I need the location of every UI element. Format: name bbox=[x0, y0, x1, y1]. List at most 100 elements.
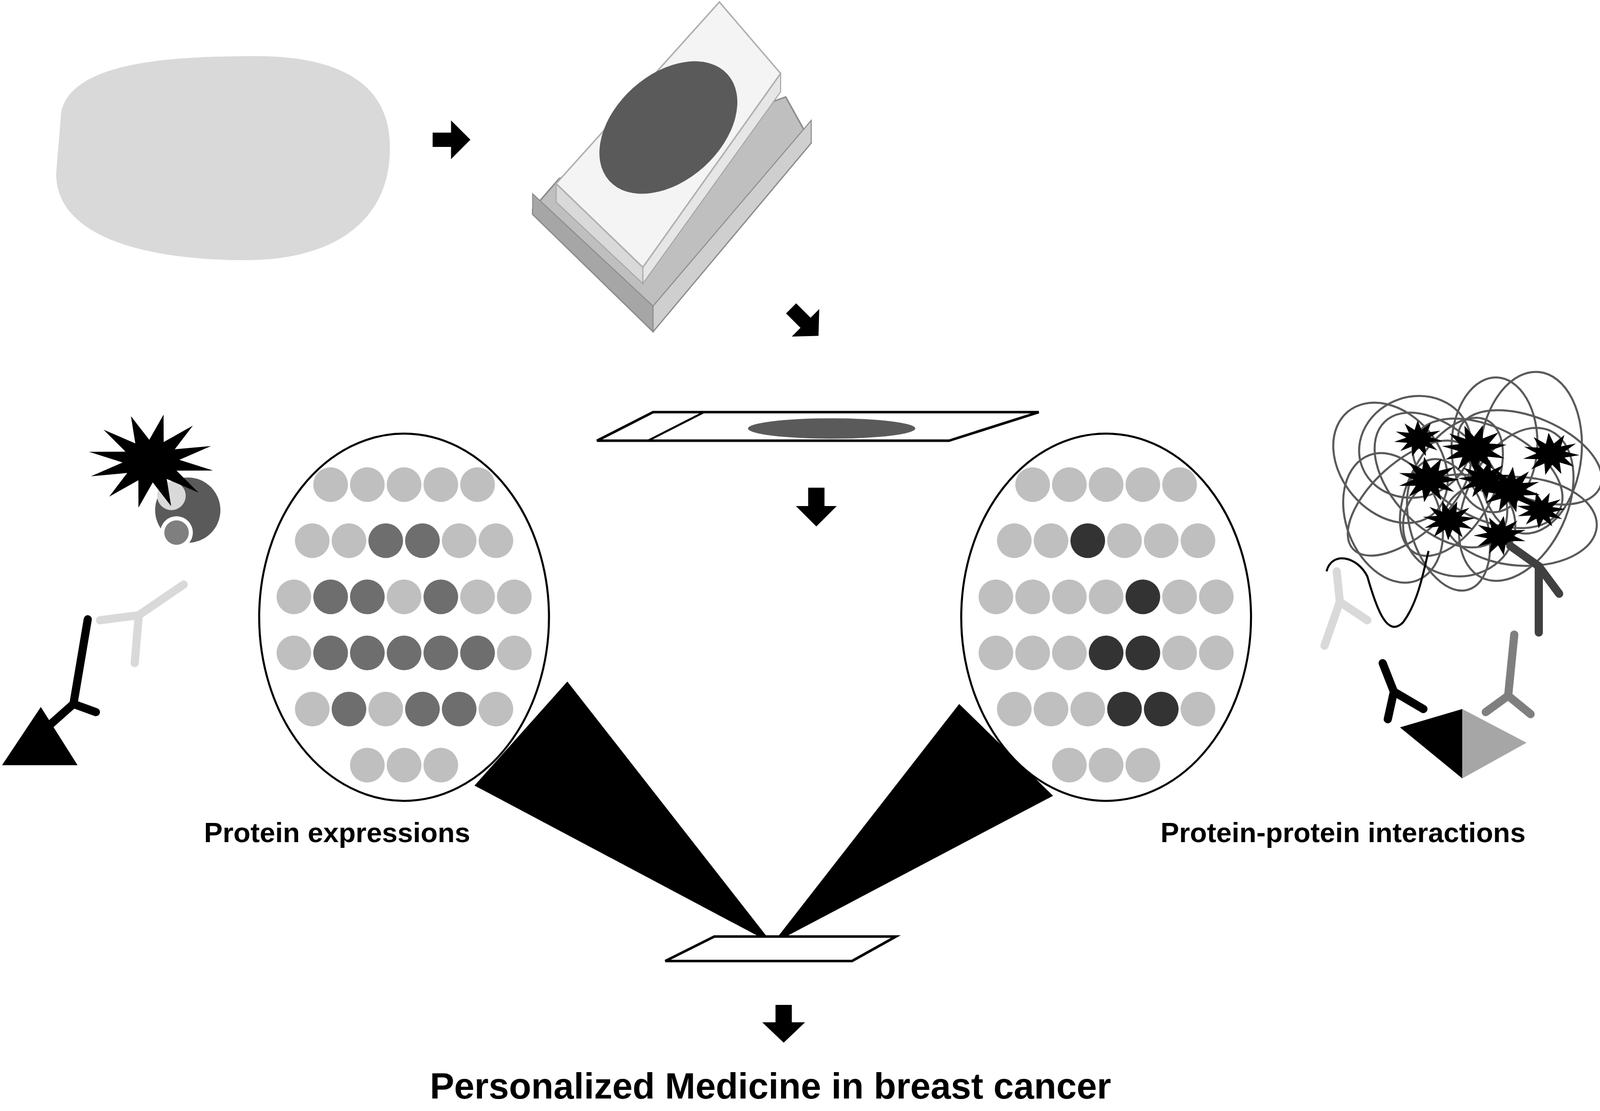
target-protein bbox=[1462, 709, 1527, 779]
cell bbox=[423, 579, 458, 614]
cell bbox=[460, 467, 495, 502]
cell bbox=[997, 691, 1032, 727]
cell bbox=[313, 635, 349, 671]
star bbox=[1399, 456, 1460, 503]
cell bbox=[349, 747, 385, 783]
star bbox=[88, 414, 213, 508]
glass-slide bbox=[596, 411, 1039, 441]
cell bbox=[496, 635, 532, 671]
cell bbox=[368, 523, 403, 558]
cell bbox=[386, 747, 422, 783]
cell bbox=[441, 691, 477, 727]
cell bbox=[1052, 635, 1087, 671]
cell bbox=[1106, 523, 1142, 558]
cell bbox=[1143, 691, 1179, 727]
cell bbox=[313, 579, 349, 614]
cell bbox=[423, 467, 458, 502]
epitope bbox=[160, 516, 193, 549]
magnified-view bbox=[961, 433, 1252, 801]
star bbox=[1394, 420, 1443, 457]
cell bbox=[1088, 747, 1124, 783]
arrow bbox=[795, 487, 837, 527]
cell bbox=[386, 635, 422, 671]
cell bbox=[1088, 579, 1124, 614]
cell bbox=[423, 635, 458, 671]
star bbox=[1516, 492, 1566, 529]
cell bbox=[478, 691, 514, 727]
cell bbox=[1052, 747, 1087, 783]
cell-grid bbox=[276, 467, 532, 783]
cell bbox=[1125, 747, 1161, 783]
arrow bbox=[777, 294, 832, 350]
cell bbox=[1033, 523, 1069, 558]
pla-probe bbox=[1324, 571, 1368, 646]
cell bbox=[1180, 523, 1216, 558]
cell bbox=[386, 467, 422, 502]
cell bbox=[1088, 635, 1124, 671]
panel-label: Protein-protein interactions bbox=[1160, 817, 1526, 848]
cell bbox=[349, 635, 385, 671]
amplified-dna bbox=[1309, 366, 1600, 602]
cell bbox=[313, 467, 349, 502]
cell bbox=[1070, 523, 1106, 558]
cell bbox=[1180, 691, 1216, 727]
signal-burst bbox=[1394, 420, 1580, 555]
cell bbox=[1162, 579, 1197, 614]
cassette-top bbox=[555, 1, 781, 267]
cell bbox=[1015, 579, 1050, 614]
cell bbox=[460, 635, 495, 671]
secondary-antibody bbox=[99, 584, 184, 664]
cell bbox=[1199, 579, 1234, 614]
cell bbox=[1106, 691, 1142, 727]
cell bbox=[405, 523, 440, 558]
cell bbox=[1162, 635, 1197, 671]
cell bbox=[405, 691, 440, 727]
primary-antibody bbox=[1485, 634, 1531, 715]
cell bbox=[441, 523, 477, 558]
cell bbox=[460, 579, 495, 614]
cell bbox=[1143, 523, 1179, 558]
cell bbox=[276, 635, 312, 671]
cell bbox=[496, 579, 532, 614]
cell bbox=[1088, 467, 1124, 502]
tissue-section bbox=[747, 418, 916, 439]
signal-burst bbox=[88, 414, 213, 508]
cell bbox=[331, 691, 367, 727]
cell bbox=[1033, 691, 1069, 727]
arrow bbox=[432, 120, 471, 160]
tissue-sample bbox=[56, 56, 390, 261]
cell bbox=[276, 579, 312, 614]
star bbox=[1523, 432, 1580, 475]
title: Personalized Medicine in breast cancer bbox=[429, 1065, 1111, 1107]
epitope bbox=[164, 520, 189, 545]
cell bbox=[1125, 467, 1161, 502]
cell-grid bbox=[978, 467, 1234, 783]
star bbox=[1442, 425, 1507, 474]
cell bbox=[1070, 691, 1106, 727]
cell bbox=[386, 579, 422, 614]
star bbox=[1422, 501, 1476, 541]
primary-antibody bbox=[46, 619, 97, 729]
cell bbox=[978, 635, 1013, 671]
cell bbox=[1052, 579, 1087, 614]
cell bbox=[1052, 467, 1087, 502]
cell bbox=[331, 523, 367, 558]
cell bbox=[478, 523, 514, 558]
arrow bbox=[762, 1004, 806, 1043]
magnified-view bbox=[259, 433, 550, 801]
cell bbox=[1199, 635, 1234, 671]
cell bbox=[349, 579, 385, 614]
cell bbox=[997, 523, 1032, 558]
panel-label: Protein expressions bbox=[204, 817, 470, 848]
cell bbox=[1162, 467, 1197, 502]
target-protein bbox=[1399, 709, 1463, 779]
cell bbox=[1125, 579, 1161, 614]
cell bbox=[349, 467, 385, 502]
cell bbox=[1015, 635, 1050, 671]
oligo-strand bbox=[1326, 550, 1429, 627]
star bbox=[1458, 459, 1511, 500]
cell bbox=[294, 691, 330, 727]
cell bbox=[978, 579, 1013, 614]
cell bbox=[423, 747, 458, 783]
